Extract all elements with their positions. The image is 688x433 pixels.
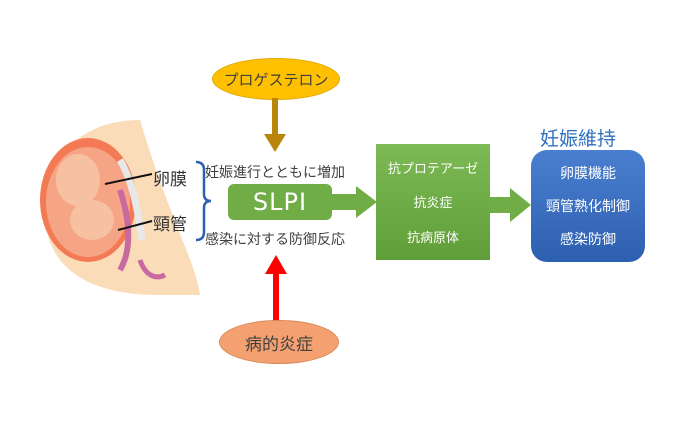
pregnancy-illustration [40,120,200,295]
progesterone-node: プロゲステロン [212,58,340,100]
progesterone-arrow [264,98,286,152]
slpi-node: SLPI [228,184,332,220]
outcome-title: 妊娠維持 [540,128,617,150]
cervix-pointer [117,220,153,231]
outcome-box: 卵膜機能 頸管熟化制御 感染防御 [531,150,645,262]
outcome-item: 卵膜機能 [560,165,616,182]
functions-to-outcome-arrow [490,188,531,222]
slpi-defense-note: 感染に対する防御反応 [205,232,345,248]
cervix-label: 頸管 [153,215,187,235]
inflammation-node: 病的炎症 [219,320,339,364]
outcome-item: 感染防御 [560,232,616,249]
membrane-label: 卵膜 [153,170,187,190]
fetus-body [56,154,100,206]
spine [116,158,146,241]
slpi-increase-note: 妊娠進行とともに増加 [205,165,345,181]
pelvic-tissue [137,259,167,280]
function-item: 抗プロテアーゼ [387,161,479,177]
inflammation-arrow [265,255,287,322]
membrane-pointer [104,173,153,185]
cervix-tissue [117,189,132,272]
fetus-head [70,200,114,240]
slpi-to-functions-arrow [332,186,377,218]
functions-box: 抗プロテアーゼ 抗炎症 抗病原体 [376,144,490,260]
outcome-item: 頸管熟化制御 [546,198,630,215]
bracket [195,160,212,242]
function-item: 抗病原体 [406,231,459,247]
function-item: 抗炎症 [413,196,453,212]
